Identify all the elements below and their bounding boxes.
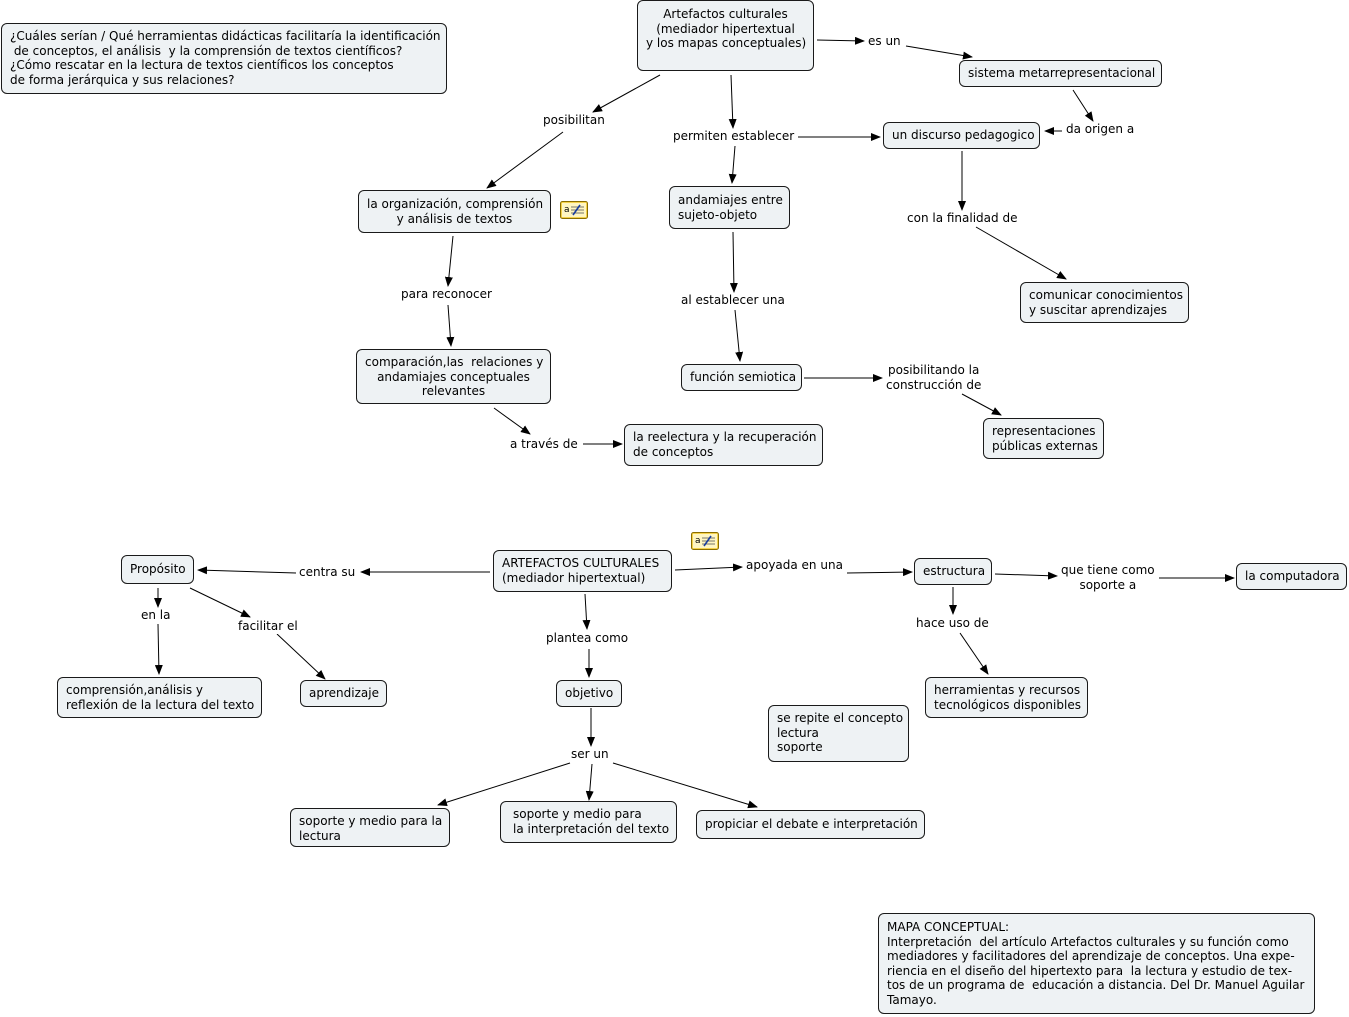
edge bbox=[846, 568, 913, 577]
computadora-concept[interactable]: la computadora bbox=[1236, 563, 1347, 590]
linking-phrase-centra-su[interactable]: centra su bbox=[297, 565, 358, 580]
linking-phrase-permiten[interactable]: permiten establecer bbox=[671, 129, 797, 144]
linking-phrase-facilitar[interactable]: facilitar el bbox=[236, 619, 300, 634]
edge bbox=[1072, 89, 1094, 122]
linking-phrase-hace-uso[interactable]: hace uso de bbox=[914, 616, 991, 631]
proposito-concept[interactable]: Propósito bbox=[121, 555, 194, 584]
andamiajes-concept[interactable]: andamiajes entre sujeto-objeto bbox=[669, 186, 790, 229]
linking-phrase-finalidad[interactable]: con la finalidad de bbox=[905, 211, 1020, 226]
edge bbox=[994, 571, 1058, 580]
edge bbox=[486, 131, 564, 189]
edge bbox=[728, 145, 737, 184]
edge bbox=[959, 632, 989, 675]
edge bbox=[816, 36, 865, 45]
linking-phrase-a-traves[interactable]: a través de bbox=[508, 437, 580, 452]
representaciones-concept[interactable]: representaciones públicas externas bbox=[983, 418, 1104, 459]
edge bbox=[189, 587, 251, 618]
edge bbox=[585, 763, 594, 801]
objetivo-concept[interactable]: objetivo bbox=[556, 680, 622, 707]
comunicar-concept[interactable]: comunicar conocimientos y suscitar apren… bbox=[1020, 282, 1189, 323]
aprendizaje-concept[interactable]: aprendizaje bbox=[300, 680, 387, 707]
linking-phrase-ser-un[interactable]: ser un bbox=[569, 747, 611, 762]
edge bbox=[961, 393, 1002, 416]
annotation-note-icon[interactable]: a bbox=[691, 532, 719, 550]
linking-phrase-posibilitan[interactable]: posibilitan bbox=[541, 113, 607, 128]
funcion-semiotica-concept[interactable]: función semiotica bbox=[681, 364, 802, 391]
edge bbox=[592, 74, 661, 113]
linking-phrase-apoyada[interactable]: apoyada en una bbox=[744, 558, 845, 573]
edge bbox=[612, 762, 758, 809]
svg-text:a: a bbox=[695, 536, 701, 546]
linking-phrase-es-un[interactable]: es un bbox=[866, 34, 903, 49]
annotation-note-icon[interactable]: a bbox=[560, 201, 588, 219]
svg-text:a: a bbox=[564, 205, 570, 215]
artefactos-culturales-top-concept[interactable]: Artefactos culturales (mediador hipertex… bbox=[637, 0, 814, 71]
edge bbox=[728, 74, 737, 129]
herramientas-concept[interactable]: herramientas y recursos tecnológicos dis… bbox=[925, 677, 1088, 718]
edge bbox=[444, 235, 454, 287]
discurso-concept[interactable]: un discurso pedagogico bbox=[883, 122, 1040, 149]
mapa-conceptual-concept[interactable]: MAPA CONCEPTUAL: Interpretación del artí… bbox=[878, 913, 1315, 1014]
comprension-concept[interactable]: comprensión,análisis y reflexión de la l… bbox=[57, 677, 262, 718]
edge bbox=[197, 566, 297, 575]
propiciar-concept[interactable]: propiciar el debate e interpretación bbox=[696, 810, 925, 839]
relectura-concept[interactable]: la reelectura y la recuperación de conce… bbox=[624, 424, 823, 466]
edge bbox=[975, 226, 1067, 280]
soporte-lectura-concept[interactable]: soporte y medio para la lectura bbox=[290, 808, 450, 847]
edge bbox=[276, 633, 326, 680]
organizacion-concept[interactable]: la organización, comprensión y análisis … bbox=[358, 190, 551, 233]
edge bbox=[446, 304, 455, 347]
edge bbox=[582, 593, 591, 630]
edge bbox=[674, 563, 743, 572]
edge bbox=[493, 407, 531, 435]
sistema-concept[interactable]: sistema metarrepresentacional bbox=[959, 60, 1162, 87]
edge bbox=[729, 231, 738, 293]
linking-phrase-al-establecer[interactable]: al establecer una bbox=[679, 293, 787, 308]
estructura-concept[interactable]: estructura bbox=[914, 558, 992, 585]
edge bbox=[734, 309, 744, 362]
artefactos-culturales-mid-concept[interactable]: ARTEFACTOS CULTURALES (mediador hipertex… bbox=[493, 550, 672, 592]
repite-concept[interactable]: se repite el concepto lectura soporte bbox=[768, 705, 909, 762]
soporte-interpretacion-concept[interactable]: soporte y medio para la interpretación d… bbox=[500, 801, 677, 843]
linking-phrase-plantea[interactable]: plantea como bbox=[544, 631, 631, 646]
linking-phrase-que-tiene[interactable]: que tiene como soporte a bbox=[1059, 563, 1157, 592]
edge bbox=[437, 762, 571, 807]
linking-phrase-da-origen[interactable]: da origen a bbox=[1064, 122, 1137, 137]
edge bbox=[154, 623, 163, 675]
edge bbox=[905, 45, 973, 60]
linking-phrase-en-la[interactable]: en la bbox=[139, 608, 173, 623]
linking-phrase-posibilitando[interactable]: posibilitando la construcción de bbox=[884, 363, 984, 392]
comparacion-concept[interactable]: comparación,las relaciones y andamiajes … bbox=[356, 349, 551, 404]
linking-phrase-para-reconocer[interactable]: para reconocer bbox=[399, 287, 494, 302]
question-concept[interactable]: ¿Cuáles serían / Qué herramientas didáct… bbox=[1, 23, 447, 94]
